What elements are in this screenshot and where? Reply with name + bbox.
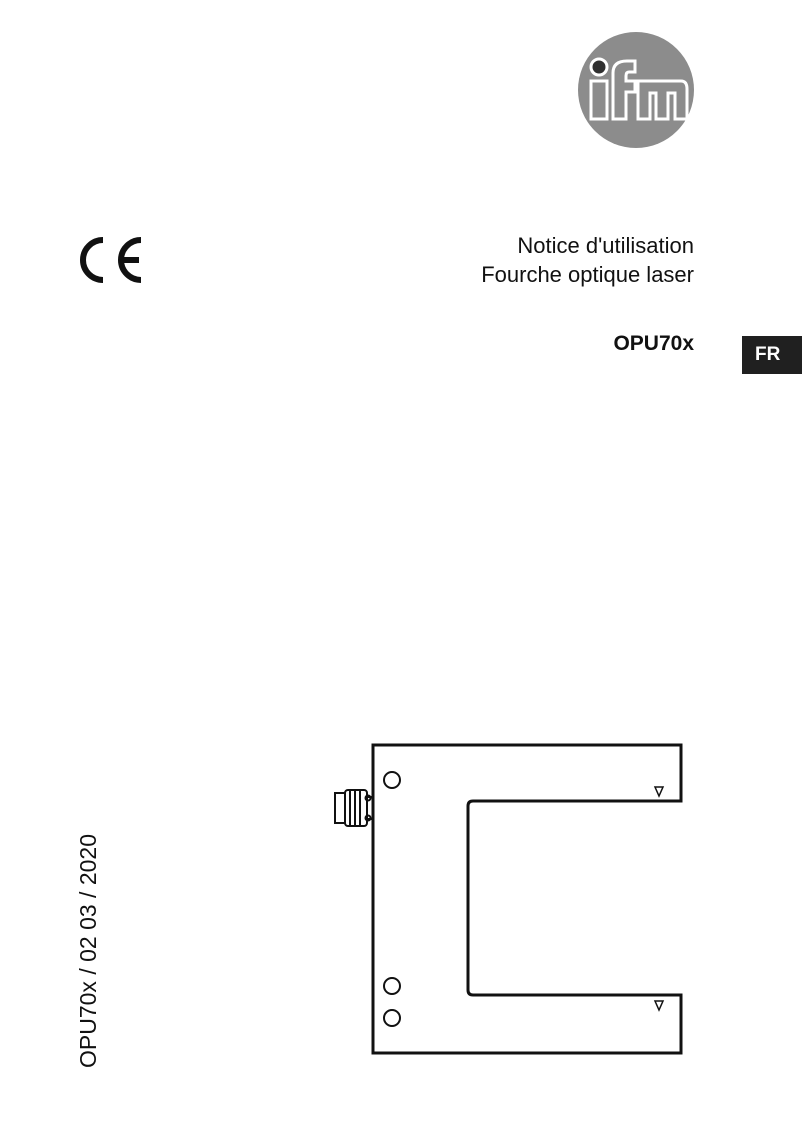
fork-sensor-drawing-icon [328, 740, 688, 1060]
document-title: Notice d'utilisation Fourche optique las… [481, 231, 694, 289]
product-code: OPU70x [613, 332, 694, 355]
document-reference: OPU70x / 02 03 / 2020 [75, 834, 101, 1068]
ce-mark-icon [73, 235, 145, 285]
ifm-logo-icon [577, 31, 695, 149]
title-line-1: Notice d'utilisation [517, 233, 694, 258]
language-tab: FR [742, 336, 802, 374]
title-line-2: Fourche optique laser [481, 262, 694, 287]
